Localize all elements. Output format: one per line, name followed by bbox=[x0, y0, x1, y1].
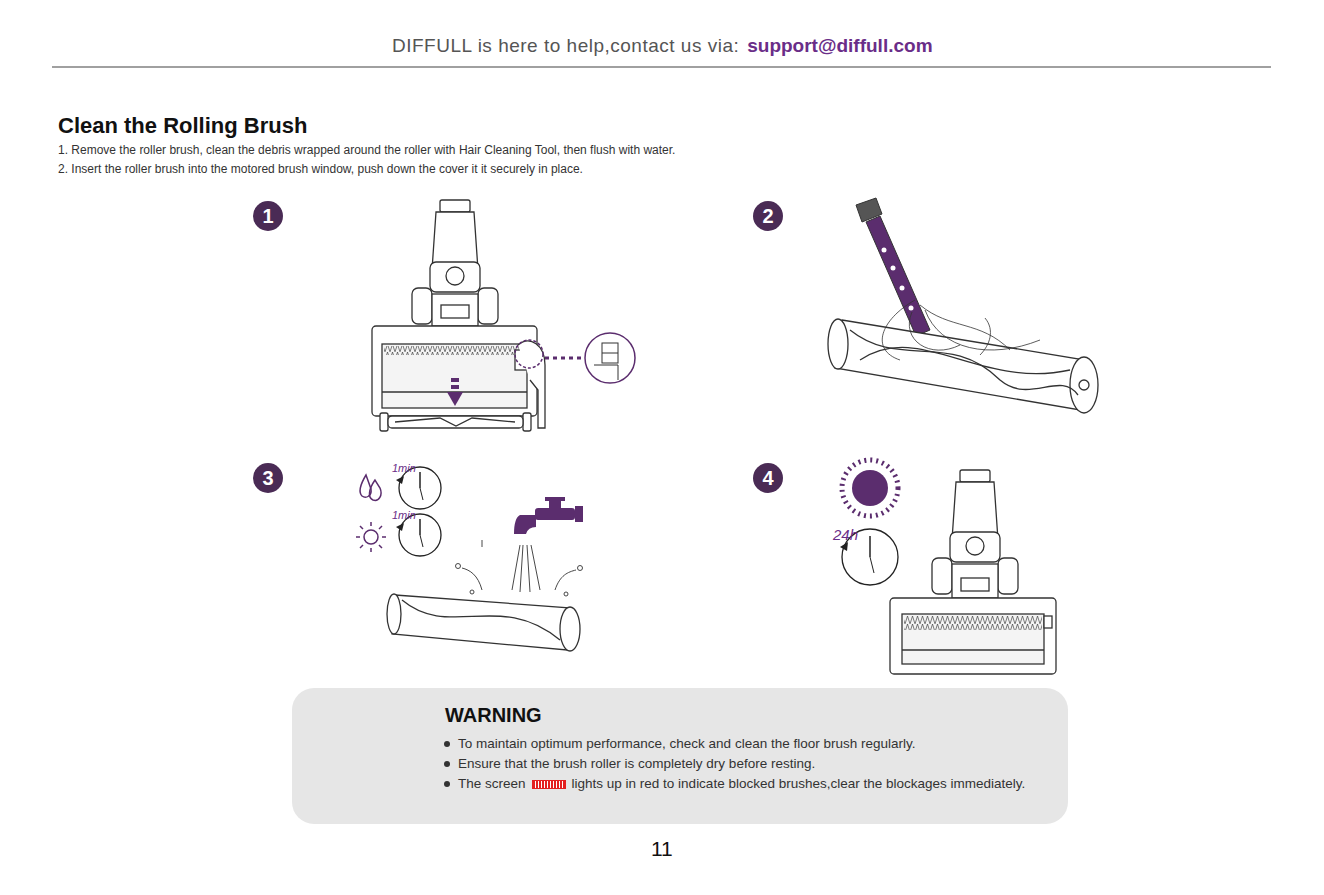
floor-brush-assembled bbox=[890, 470, 1056, 674]
step-number-text: 3 bbox=[262, 467, 273, 490]
warning-bullet: Ensure that the brush roller is complete… bbox=[440, 754, 1050, 774]
step-number: 4 bbox=[753, 463, 783, 493]
warning-list: To maintain optimum performance, check a… bbox=[440, 734, 1050, 794]
tap bbox=[514, 497, 583, 534]
detail-leader bbox=[545, 357, 582, 360]
removal-arrow bbox=[447, 378, 463, 406]
brush-blocked-icon bbox=[532, 780, 566, 789]
warning-text: lights up in red to indicate blocked bru… bbox=[572, 776, 1026, 791]
step-number-text: 1 bbox=[262, 205, 273, 228]
hair-tool bbox=[856, 198, 930, 336]
warning-bullet: The screen lights up in red to indicate b… bbox=[440, 774, 1050, 794]
hair-strands bbox=[882, 300, 1040, 360]
page-number: 11 bbox=[651, 837, 673, 861]
bullet-dot bbox=[444, 741, 450, 747]
step-number-text: 4 bbox=[762, 467, 773, 490]
step-number: 2 bbox=[753, 201, 783, 231]
water-splash bbox=[456, 540, 583, 596]
warning-text: The screen bbox=[458, 776, 526, 791]
latch-detail bbox=[585, 333, 635, 383]
header-rule bbox=[52, 66, 1271, 68]
roller-brush-wet bbox=[387, 594, 580, 651]
sun bbox=[842, 460, 898, 516]
bullet-dot bbox=[444, 761, 450, 767]
header-text: DIFFULL is here to help,contact us via: bbox=[392, 35, 739, 57]
clock-label: 1min bbox=[392, 462, 416, 474]
step-number-text: 2 bbox=[762, 205, 773, 228]
instruction-step: 2. Insert the roller brush into the moto… bbox=[58, 162, 583, 176]
clock-label: 24h bbox=[833, 526, 858, 543]
instruction-step: 1. Remove the roller brush, clean the de… bbox=[58, 143, 675, 157]
warning-text: To maintain optimum performance, check a… bbox=[458, 736, 915, 751]
bullet-dot bbox=[444, 781, 450, 787]
warning-heading: WARNING bbox=[445, 704, 542, 727]
detail-circle bbox=[515, 340, 543, 368]
clock-label: 1min bbox=[392, 509, 416, 521]
roller-brush bbox=[380, 413, 531, 431]
step-number: 1 bbox=[253, 201, 283, 231]
step-number: 3 bbox=[253, 463, 283, 493]
floor-brush-open bbox=[372, 200, 537, 416]
warning-text: Ensure that the brush roller is complete… bbox=[458, 756, 815, 771]
warning-panel: WARNING To maintain optimum performance, … bbox=[292, 688, 1068, 824]
roller-brush-dirty bbox=[828, 319, 1098, 413]
warning-bullet: To maintain optimum performance, check a… bbox=[440, 734, 1050, 754]
support-email: support@diffull.com bbox=[747, 35, 932, 57]
section-title: Clean the Rolling Brush bbox=[58, 113, 307, 139]
